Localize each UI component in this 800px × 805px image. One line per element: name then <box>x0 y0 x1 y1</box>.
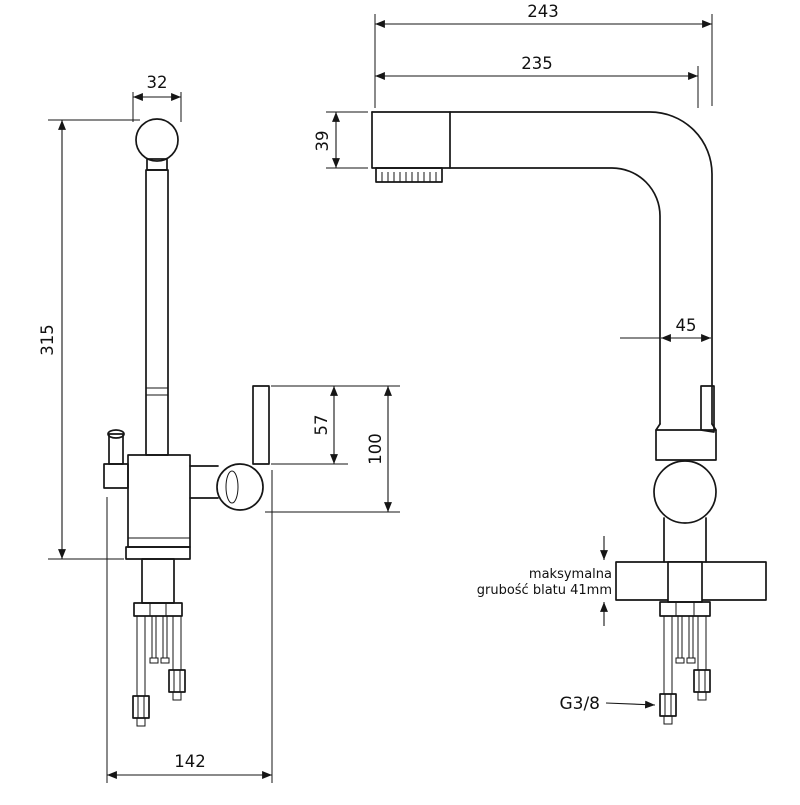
dim-label-142: 142 <box>174 752 206 771</box>
dim-label-243: 243 <box>527 2 559 21</box>
riser-pipe <box>145 169 169 456</box>
dimension-lever-height: 100 <box>265 386 400 513</box>
dimension-spout-top-width: 32 <box>132 73 182 122</box>
spout-outer-edge <box>371 111 713 425</box>
dim-label-100: 100 <box>366 433 385 465</box>
dim-label-45: 45 <box>676 316 697 335</box>
dimension-spout-height: 39 <box>313 111 368 169</box>
dimension-spout-reach: 235 <box>375 54 699 108</box>
countertop-thickness-note: maksymalna grubość blatu 41mm <box>477 536 612 626</box>
note-line1: maksymalna <box>529 567 612 582</box>
thread-label-text: G3/8 <box>559 694 600 714</box>
lever-blade <box>252 385 270 465</box>
thread-size-label: G3/8 <box>559 694 656 714</box>
side-view: 243 235 39 45 maksymalna grubość blatu 4… <box>313 2 767 725</box>
side-faucet-outline <box>371 111 767 725</box>
hose-connector <box>132 695 150 719</box>
faucet-top-cap <box>135 118 179 162</box>
hose-connector <box>168 669 186 693</box>
mounting-nut-side <box>659 601 711 617</box>
supply-hose-side <box>697 615 707 671</box>
lever-blade-side <box>700 385 715 433</box>
note-line2: grubość blatu 41mm <box>477 583 612 598</box>
left-knob <box>108 433 124 465</box>
hose-connector-side <box>693 669 711 693</box>
mounting-nut <box>133 602 183 617</box>
ball-joint <box>653 460 717 524</box>
dimension-overall-reach: 243 <box>374 2 713 108</box>
dim-label-39: 39 <box>313 131 332 152</box>
supply-hose-side <box>663 615 673 695</box>
body-collar <box>655 429 717 461</box>
supply-hose <box>172 615 182 671</box>
dim-label-32: 32 <box>147 73 168 92</box>
left-outlet <box>103 463 129 489</box>
dimension-base-width: 142 <box>106 470 273 783</box>
right-joint <box>216 463 264 511</box>
dim-label-235: 235 <box>521 54 553 73</box>
dimension-body-depth: 45 <box>620 316 711 342</box>
dim-label-57: 57 <box>312 415 331 436</box>
supply-hose <box>136 615 146 697</box>
dimension-total-height: 315 <box>38 119 140 560</box>
aerator <box>375 167 443 183</box>
spout-inner-edge <box>449 167 661 425</box>
front-view: 32 315 57 100 142 <box>38 73 400 783</box>
hose-connector-side <box>659 693 677 717</box>
base-plate <box>125 546 191 560</box>
valve-body <box>127 454 191 548</box>
dim-label-315: 315 <box>38 324 57 356</box>
threaded-shank <box>141 558 175 604</box>
dimension-lever-length: 57 <box>271 385 400 465</box>
front-faucet-outline <box>103 118 270 727</box>
